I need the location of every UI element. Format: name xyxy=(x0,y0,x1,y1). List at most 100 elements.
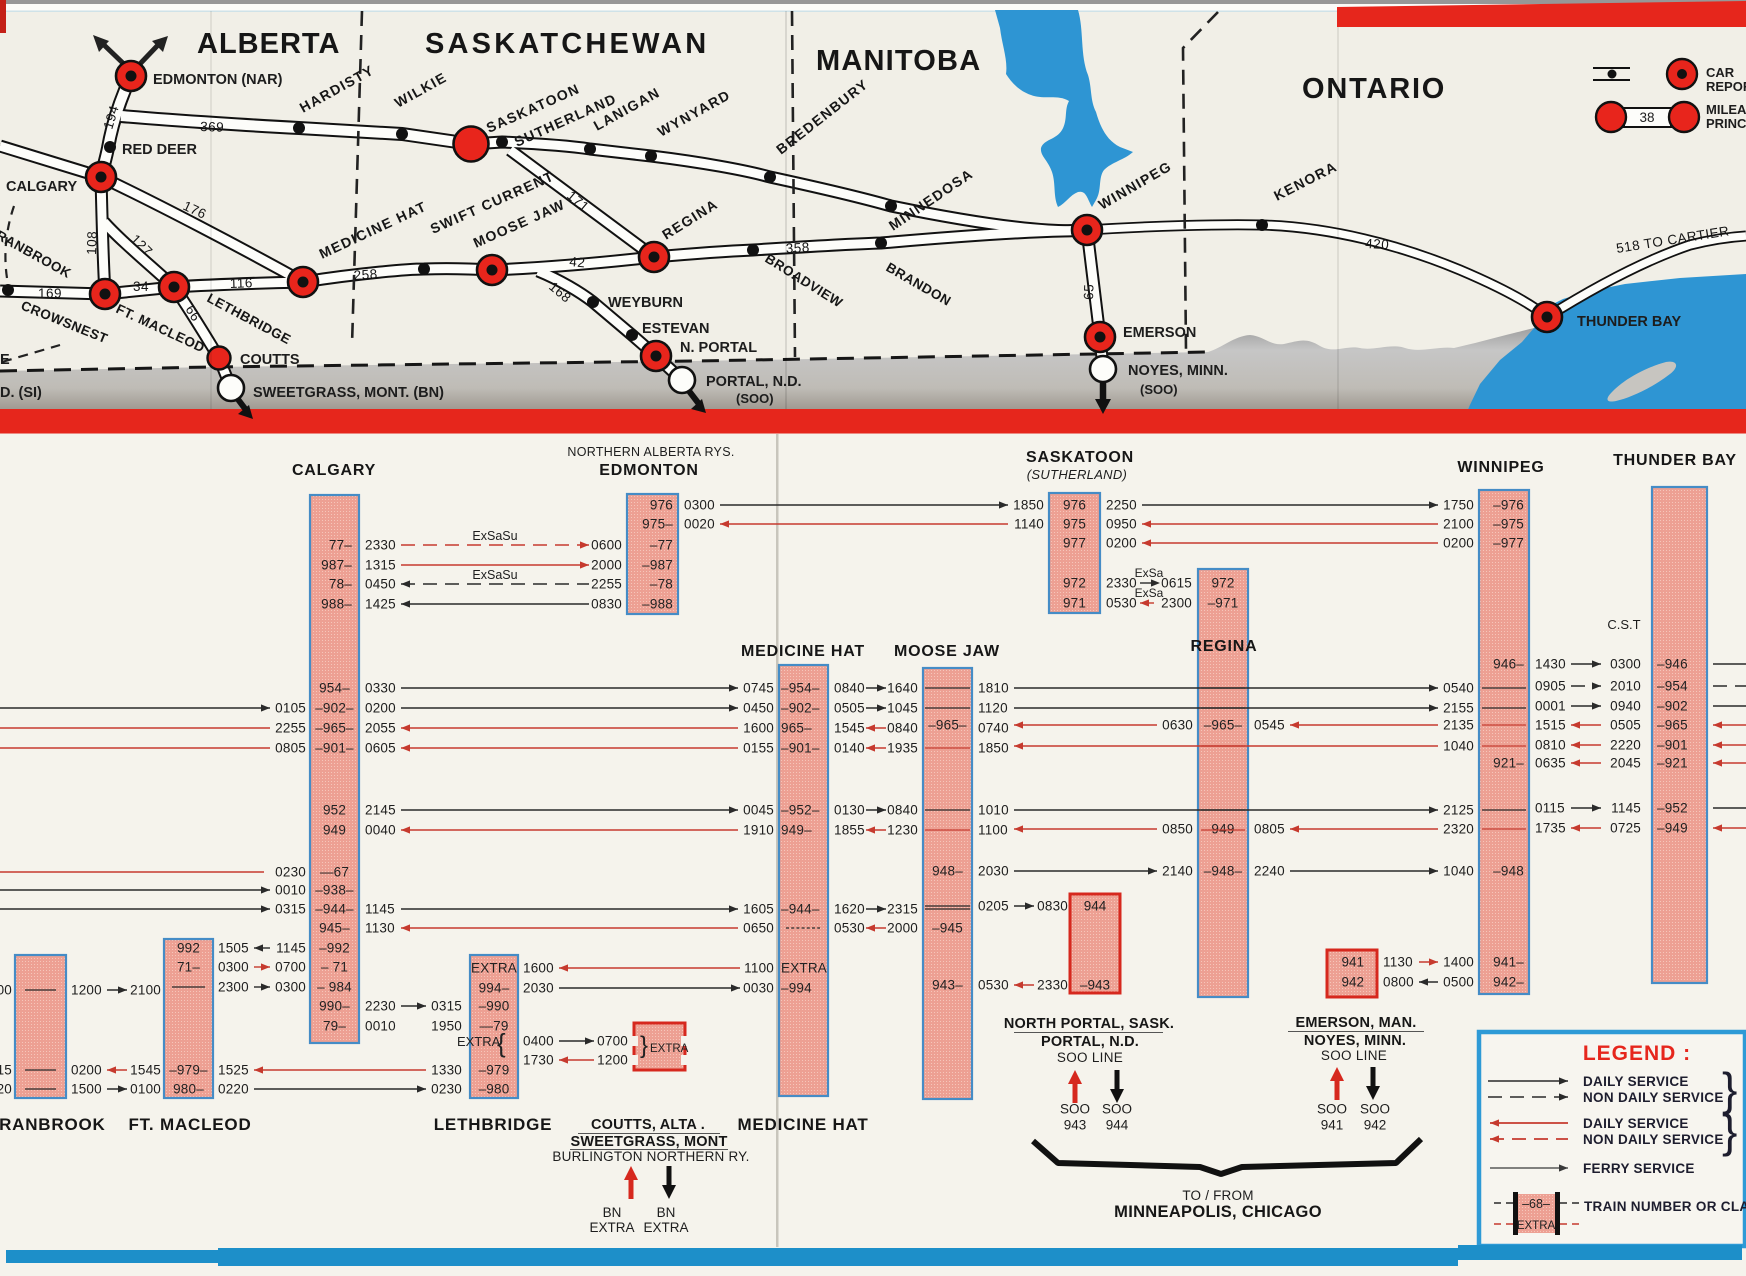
svg-text:2055: 2055 xyxy=(365,721,396,736)
svg-text:–948: –948 xyxy=(1493,864,1524,879)
svg-text:2100: 2100 xyxy=(1443,517,1474,532)
svg-text:965–: 965– xyxy=(781,721,812,736)
svg-text:15: 15 xyxy=(0,1063,12,1078)
svg-text:258: 258 xyxy=(353,266,378,283)
svg-text:NON DAILY SERVICE: NON DAILY SERVICE xyxy=(1583,1132,1724,1147)
svg-text:SOO LINE: SOO LINE xyxy=(1321,1048,1387,1063)
svg-text:—79: —79 xyxy=(479,1019,508,1034)
svg-text:943: 943 xyxy=(1064,1118,1087,1133)
svg-text:1620: 1620 xyxy=(834,902,865,917)
svg-text:MINNEAPOLIS, CHICAGO: MINNEAPOLIS, CHICAGO xyxy=(1114,1203,1322,1221)
svg-text:78–: 78– xyxy=(329,577,352,592)
svg-text:BURLINGTON NORTHERN RY.: BURLINGTON NORTHERN RY. xyxy=(552,1149,749,1164)
svg-text:0745: 0745 xyxy=(743,681,774,696)
svg-text:980–: 980– xyxy=(173,1082,204,1097)
svg-text:ESTEVAN: ESTEVAN xyxy=(642,321,709,337)
svg-text:1600: 1600 xyxy=(743,721,774,736)
svg-text:2140: 2140 xyxy=(1162,864,1193,879)
svg-text:–992: –992 xyxy=(319,941,350,956)
svg-text:SWEETGRASS, MONT: SWEETGRASS, MONT xyxy=(570,1134,727,1150)
svg-text:–78: –78 xyxy=(650,577,673,592)
svg-text:PORTAL, N.D.: PORTAL, N.D. xyxy=(1041,1034,1139,1050)
svg-text:1935: 1935 xyxy=(887,741,918,756)
svg-text:–965: –965 xyxy=(1657,718,1688,733)
svg-text:2030: 2030 xyxy=(523,981,554,996)
svg-text:992: 992 xyxy=(177,941,200,956)
svg-text:0001: 0001 xyxy=(1535,699,1566,714)
svg-text:SWEETGRASS, MONT. (BN): SWEETGRASS, MONT. (BN) xyxy=(253,385,444,401)
svg-text:REGINA: REGINA xyxy=(1190,638,1257,655)
svg-text:2045: 2045 xyxy=(1610,756,1641,771)
svg-text:941–: 941– xyxy=(1493,955,1524,970)
svg-text:945–: 945– xyxy=(319,921,350,936)
svg-text:971: 971 xyxy=(1063,596,1086,611)
svg-text:FERRY SERVICE: FERRY SERVICE xyxy=(1583,1161,1695,1176)
svg-text:–944–: –944– xyxy=(781,902,820,917)
svg-text:0105: 0105 xyxy=(275,701,306,716)
svg-text:0545: 0545 xyxy=(1254,718,1285,733)
svg-text:– 71: – 71 xyxy=(321,960,348,975)
svg-text:1330: 1330 xyxy=(431,1063,462,1078)
svg-text:0045: 0045 xyxy=(743,803,774,818)
svg-text:975: 975 xyxy=(1063,517,1086,532)
svg-text:THUNDER BAY: THUNDER BAY xyxy=(1577,314,1682,330)
svg-text:–976: –976 xyxy=(1493,498,1524,513)
svg-text:NORTHERN ALBERTA RYS.: NORTHERN ALBERTA RYS. xyxy=(567,445,734,459)
svg-text:LEGEND :: LEGEND : xyxy=(1583,1042,1691,1065)
svg-text:–965–: –965– xyxy=(1204,718,1243,733)
svg-text:–975: –975 xyxy=(1493,517,1524,532)
svg-text:PORTAL, N.D.: PORTAL, N.D. xyxy=(706,374,802,390)
svg-text:1515: 1515 xyxy=(1535,718,1566,733)
svg-text:–965–: –965– xyxy=(315,721,354,736)
svg-text:–902–: –902– xyxy=(315,701,354,716)
svg-text:2255: 2255 xyxy=(275,721,306,736)
svg-text:1500: 1500 xyxy=(71,1082,102,1097)
svg-text:0020: 0020 xyxy=(684,517,715,532)
svg-text:942: 942 xyxy=(1341,975,1364,990)
svg-text:1950: 1950 xyxy=(431,1019,462,1034)
svg-text:(SOO): (SOO) xyxy=(1140,382,1178,397)
svg-text:988–: 988– xyxy=(321,597,352,612)
svg-text:EXTRA: EXTRA xyxy=(643,1220,688,1235)
svg-text:2220: 2220 xyxy=(1610,738,1641,753)
svg-text:–952: –952 xyxy=(1657,801,1688,816)
svg-text:0140: 0140 xyxy=(834,741,865,756)
svg-text:1850: 1850 xyxy=(1013,498,1044,513)
svg-text:0530: 0530 xyxy=(834,921,865,936)
svg-text:– 984: – 984 xyxy=(317,980,352,995)
svg-text:COUTTS: COUTTS xyxy=(240,352,300,368)
svg-text:0200: 0200 xyxy=(365,701,396,716)
svg-text:34: 34 xyxy=(133,279,149,294)
svg-text:1315: 1315 xyxy=(365,558,396,573)
svg-text:0635: 0635 xyxy=(1535,756,1566,771)
svg-text:–954: –954 xyxy=(1657,679,1688,694)
svg-text:972: 972 xyxy=(1211,576,1234,591)
svg-text:0100: 0100 xyxy=(130,1082,161,1097)
svg-text:0450: 0450 xyxy=(743,701,774,716)
svg-text:65: 65 xyxy=(1081,284,1097,301)
svg-text:CRANBROOK: CRANBROOK xyxy=(0,1115,106,1134)
svg-text:0830: 0830 xyxy=(1037,899,1068,914)
svg-text:0615: 0615 xyxy=(1161,576,1192,591)
svg-text:{: { xyxy=(497,1028,506,1058)
svg-text:CALGARY: CALGARY xyxy=(292,462,376,479)
svg-text:0530: 0530 xyxy=(1106,596,1137,611)
svg-text:SOO: SOO xyxy=(1360,1102,1390,1117)
svg-text:–994: –994 xyxy=(781,981,812,996)
svg-text:ExSaSu: ExSaSu xyxy=(472,529,517,543)
svg-text:–938–: –938– xyxy=(315,883,354,898)
svg-text:2145: 2145 xyxy=(365,803,396,818)
svg-text:0840: 0840 xyxy=(887,721,918,736)
svg-text:0650: 0650 xyxy=(743,921,774,936)
svg-text:1200: 1200 xyxy=(71,983,102,998)
svg-text:990–: 990– xyxy=(319,999,350,1014)
svg-text:1145: 1145 xyxy=(365,902,395,917)
svg-text:D. (SI): D. (SI) xyxy=(0,385,42,401)
svg-text:0205: 0205 xyxy=(978,899,1009,914)
svg-text:0505: 0505 xyxy=(834,701,865,716)
svg-text:0840: 0840 xyxy=(834,681,865,696)
svg-text:0700: 0700 xyxy=(597,1034,628,1049)
svg-text:1130: 1130 xyxy=(365,921,395,936)
svg-text:–971: –971 xyxy=(1208,596,1239,611)
svg-text:SOO: SOO xyxy=(1102,1102,1132,1117)
